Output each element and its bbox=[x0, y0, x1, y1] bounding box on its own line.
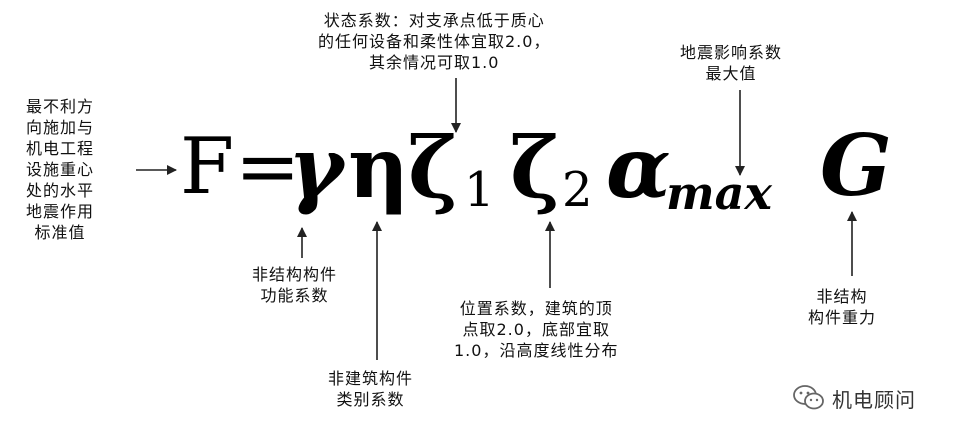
formula-eta: η bbox=[348, 118, 410, 217]
note-line: 其余情况可取1.0 bbox=[369, 53, 500, 72]
note-line: 处的水平 bbox=[26, 181, 95, 200]
note-line: 非建筑构件 bbox=[328, 369, 414, 388]
formula-zeta1: ζ bbox=[408, 118, 458, 217]
note-line: 的任何设备和柔性体宜取2.0， bbox=[318, 32, 551, 51]
watermark-text: 机电顾问 bbox=[832, 387, 916, 412]
note-line: 构件重力 bbox=[808, 308, 877, 327]
formula-subscript-2: 2 bbox=[562, 162, 593, 218]
note-line: 状态系数：对支承点低于质心 bbox=[323, 11, 545, 30]
note-line: 位置系数，建筑的顶 bbox=[459, 299, 613, 318]
formula-subscript-max: max bbox=[666, 166, 772, 220]
formula-G: G bbox=[820, 116, 892, 215]
formula-zeta2: ζ bbox=[510, 118, 560, 217]
note-line: 非结构 bbox=[816, 287, 868, 306]
note-line: 机电工程 bbox=[26, 139, 95, 158]
horizontal-seismic-force-note: 最不利方 向施加与 机电工程 设施重心 处的水平 地震作用 标准值 bbox=[26, 96, 94, 243]
formula-gamma: γ bbox=[288, 118, 344, 217]
wechat-icon bbox=[793, 385, 824, 410]
formula-equals: = bbox=[235, 122, 301, 212]
category-coefficient-note: 非建筑构件 类别系数 bbox=[328, 368, 413, 410]
note-line: 1.0，沿高度线性分布 bbox=[454, 341, 619, 360]
note-line: 设施重心 bbox=[26, 160, 95, 179]
note-line: 向施加与 bbox=[26, 118, 95, 137]
seismic-force-formula: F = γ η ζ 1 ζ 2 α max G bbox=[180, 118, 900, 228]
note-line: 点取2.0，底部宜取 bbox=[462, 320, 610, 339]
position-coefficient-note: 位置系数，建筑的顶 点取2.0，底部宜取 1.0，沿高度线性分布 bbox=[454, 298, 618, 361]
formula-alpha: α bbox=[606, 118, 671, 217]
note-line: 标准值 bbox=[34, 223, 86, 242]
formula-F: F bbox=[180, 122, 235, 212]
gravity-note: 非结构 构件重力 bbox=[808, 286, 876, 328]
note-line: 类别系数 bbox=[336, 390, 405, 409]
function-coefficient-note: 非结构构件 功能系数 bbox=[252, 264, 337, 306]
watermark: 机电顾问 bbox=[792, 380, 916, 416]
state-coefficient-note: 状态系数：对支承点低于质心 的任何设备和柔性体宜取2.0， 其余情况可取1.0 bbox=[318, 10, 550, 73]
note-line: 功能系数 bbox=[260, 286, 329, 305]
formula-subscript-1: 1 bbox=[464, 162, 495, 218]
note-line: 最大值 bbox=[705, 64, 757, 83]
seismic-influence-coefficient-note: 地震影响系数 最大值 bbox=[680, 42, 782, 84]
note-line: 地震作用 bbox=[26, 202, 95, 221]
note-line: 地震影响系数 bbox=[680, 43, 783, 62]
note-line: 最不利方 bbox=[26, 97, 95, 116]
note-line: 非结构构件 bbox=[252, 265, 338, 284]
